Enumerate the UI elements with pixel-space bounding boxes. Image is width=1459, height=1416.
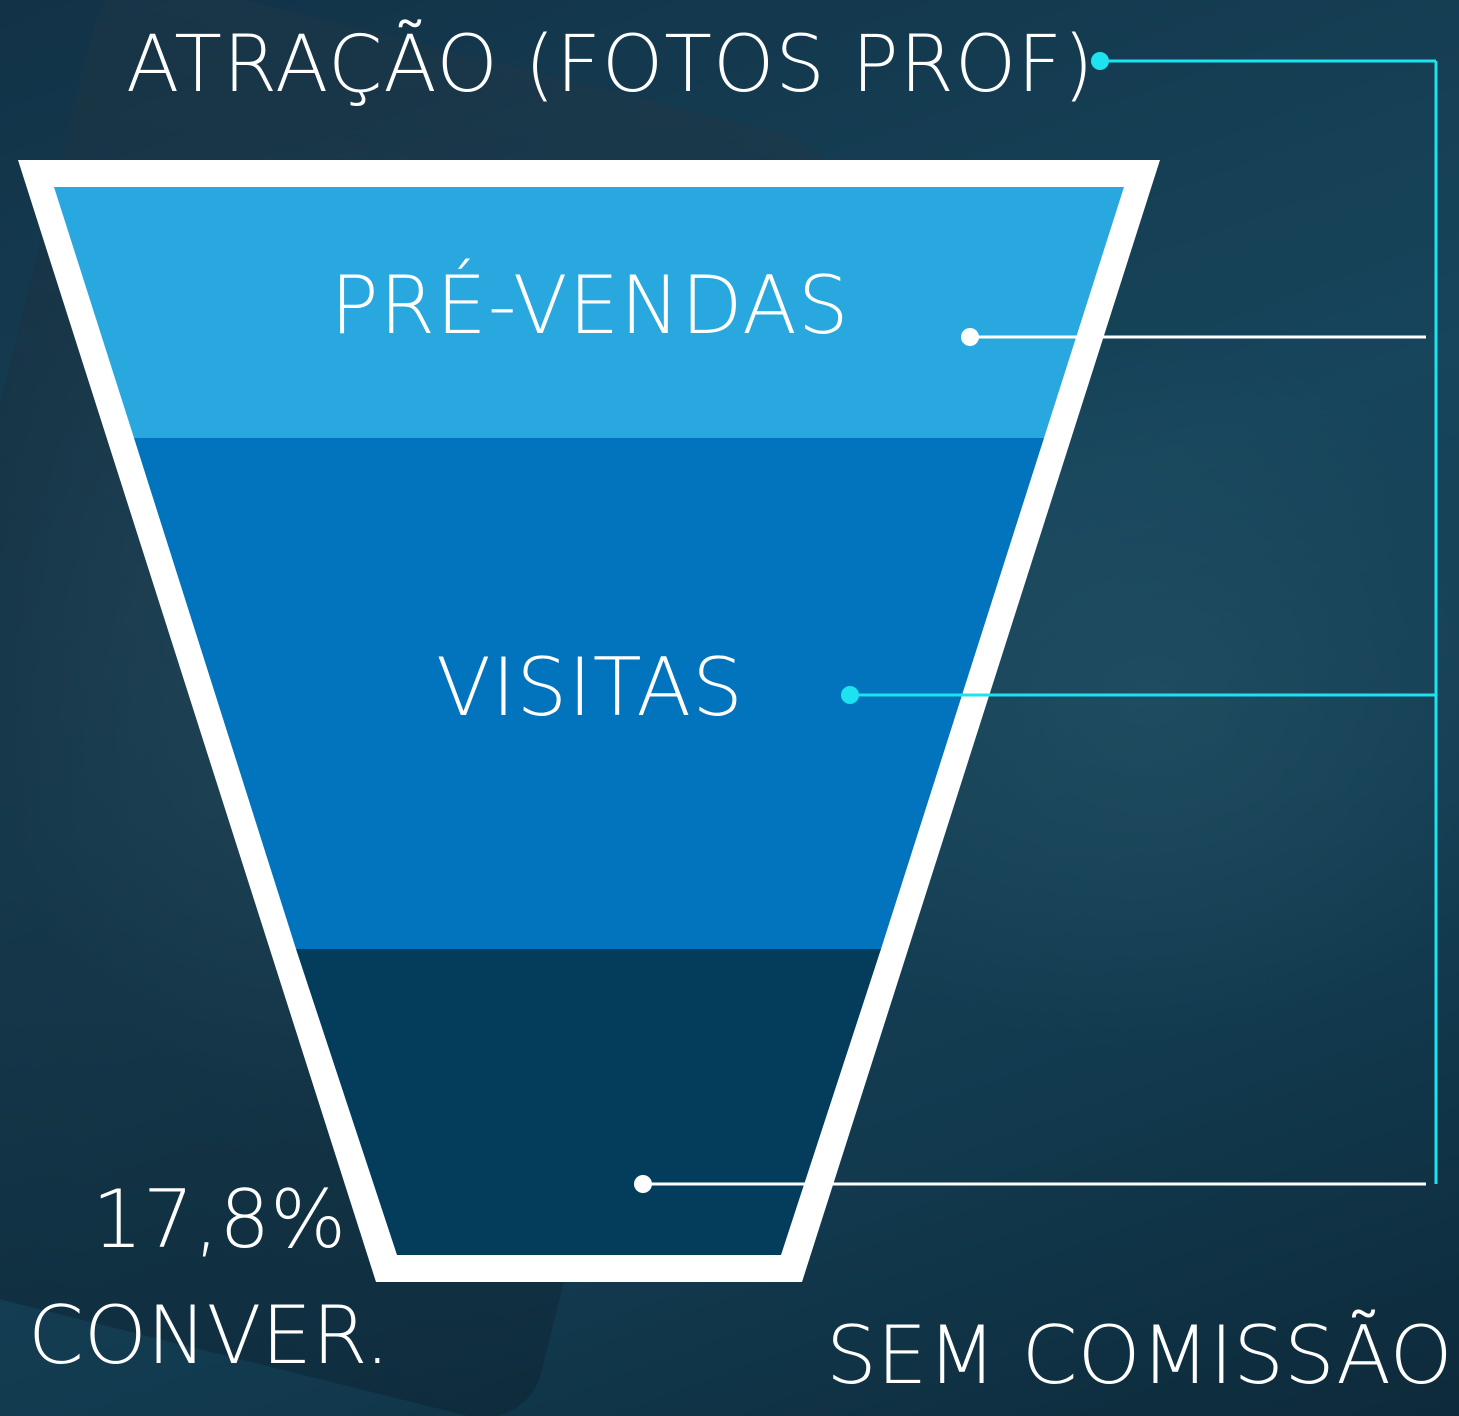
connector-lines-white	[643, 335, 1426, 1186]
funnel-stage-pre-vendas	[54, 187, 1124, 438]
conversion-rate-value: 17,8%	[92, 1173, 347, 1266]
commission-label: SEM COMISSÃO	[826, 1309, 1453, 1402]
attraction-label: ATRAÇÃO (FOTOS PROF)	[126, 20, 1095, 110]
funnel-stage-bottom	[296, 949, 881, 1255]
connector-dot-visitas	[841, 686, 859, 704]
stage-label-visitas: VISITAS	[436, 641, 744, 734]
conversion-rate-label: CONVER.	[28, 1289, 391, 1382]
connector-dot-attraction	[1091, 52, 1109, 70]
connector-dot-bottom	[634, 1175, 652, 1193]
stage-label-pre-vendas: PRÉ-VENDAS	[330, 259, 850, 352]
connector-dot-pre-vendas	[961, 328, 979, 346]
connector-bracket	[850, 59, 1438, 1184]
funnel-stage-visitas	[134, 438, 1044, 949]
